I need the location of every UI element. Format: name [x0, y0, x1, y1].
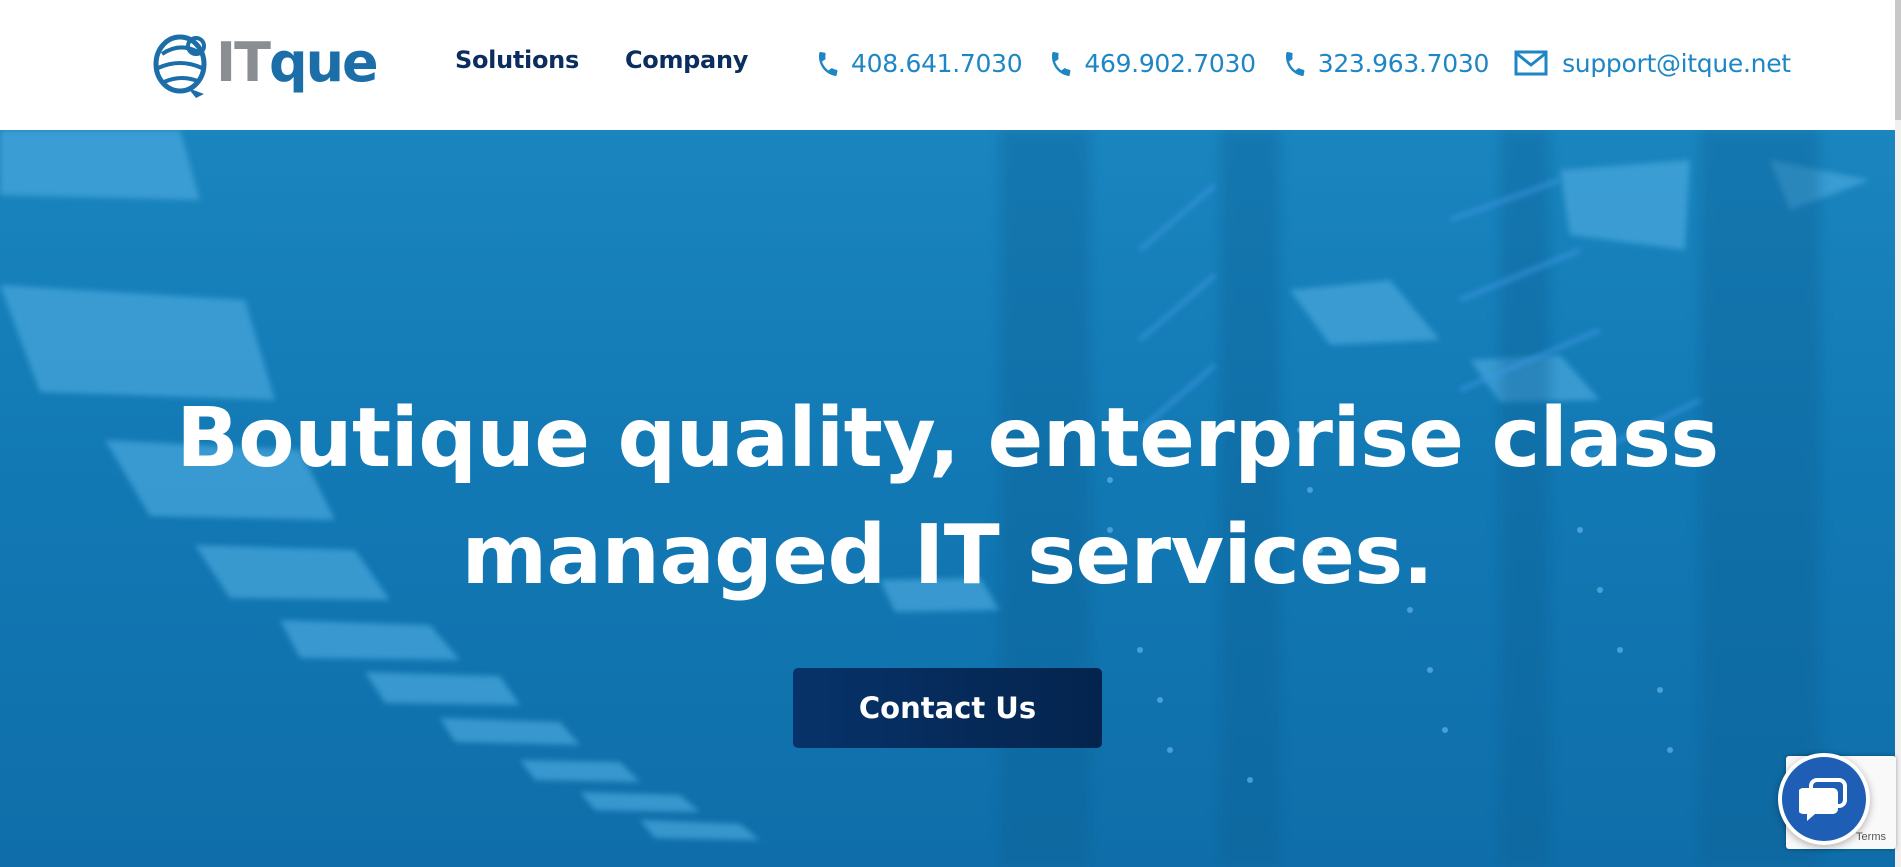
contact-bar: 408.641.7030 469.902.7030 323.963.7030 s… — [814, 49, 1791, 78]
hero-headline: Boutique quality, enterprise class manag… — [0, 380, 1895, 614]
phone-icon — [1281, 50, 1309, 78]
phone-link-2[interactable]: 469.902.7030 — [1047, 49, 1256, 78]
nav-item-solutions[interactable]: Solutions — [455, 46, 579, 74]
email-address: support@itque.net — [1562, 49, 1791, 78]
phone-icon — [1047, 50, 1075, 78]
email-link[interactable]: support@itque.net — [1514, 49, 1791, 78]
logo-text-que: que — [268, 31, 379, 94]
itque-logo[interactable]: ITque — [152, 24, 379, 100]
phone-number-1: 408.641.7030 — [851, 49, 1023, 78]
chat-launcher-button[interactable] — [1778, 753, 1870, 845]
hero-headline-line-2: managed IT services. — [461, 508, 1434, 603]
hero-section: Boutique quality, enterprise class manag… — [0, 130, 1895, 867]
logo-wordmark: ITque — [216, 36, 379, 90]
phone-icon — [814, 50, 842, 78]
page-scrollbar[interactable] — [1895, 0, 1901, 867]
logo-text-it: IT — [216, 31, 271, 94]
site-header: ITque Solutions Company 408.641.7030 469… — [0, 0, 1901, 130]
hero-headline-line-1: Boutique quality, enterprise class — [176, 391, 1719, 486]
phone-link-1[interactable]: 408.641.7030 — [814, 49, 1023, 78]
phone-link-3[interactable]: 323.963.7030 — [1281, 49, 1489, 78]
nav-item-company[interactable]: Company — [624, 46, 749, 74]
contact-us-button[interactable]: Contact Us — [793, 668, 1102, 748]
globe-logo-icon — [153, 34, 207, 98]
phone-number-2: 469.902.7030 — [1084, 49, 1256, 78]
chat-bubble-icon — [1799, 778, 1847, 821]
recaptcha-terms-link[interactable]: Terms — [1856, 831, 1886, 843]
main-nav: Solutions Company — [455, 46, 748, 74]
mail-icon — [1514, 50, 1548, 78]
phone-number-3: 323.963.7030 — [1317, 49, 1490, 78]
scrollbar-thumb[interactable] — [1895, 0, 1901, 120]
